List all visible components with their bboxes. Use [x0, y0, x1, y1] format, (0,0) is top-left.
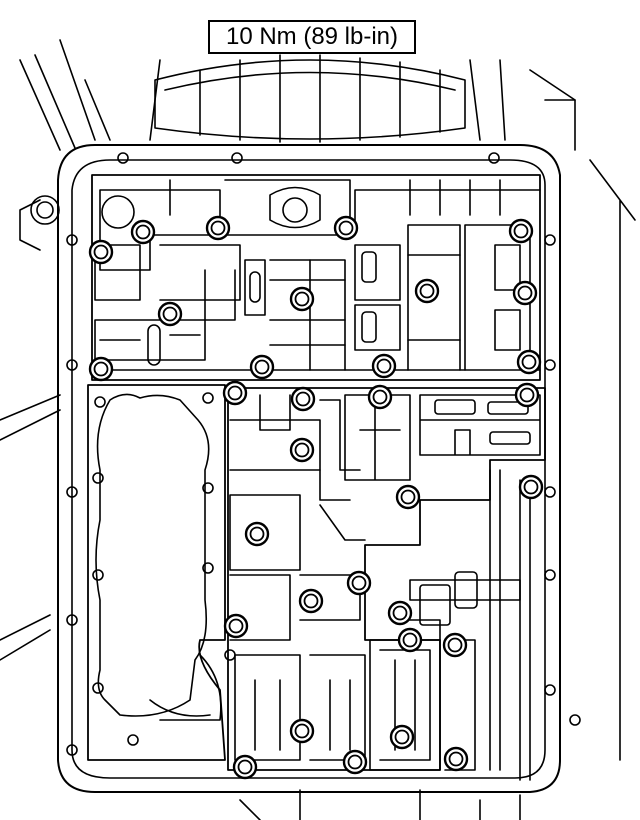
bolt-marker [130, 219, 156, 245]
bolt-marker [371, 353, 397, 379]
bolt-marker [88, 239, 114, 265]
bolt-marker [514, 382, 540, 408]
mounting-hole [66, 234, 78, 246]
bolt-marker [157, 301, 183, 327]
bolt-marker [395, 484, 421, 510]
valve-body-housing [57, 144, 561, 793]
bolt-marker [516, 349, 542, 375]
mounting-hole [544, 684, 556, 696]
mounting-hole [127, 734, 139, 746]
bolt-marker [346, 570, 372, 596]
mounting-hole [202, 392, 214, 404]
mounting-hole [544, 234, 556, 246]
mounting-hole [202, 562, 214, 574]
bolt-marker [289, 437, 315, 463]
bolt-marker [232, 754, 258, 780]
bolt-marker [367, 384, 393, 410]
highlighted-bolts [88, 215, 544, 780]
torque-spec-label: 10 Nm (89 lb-in) [208, 20, 416, 54]
mounting-hole [66, 359, 78, 371]
bolt-marker [223, 613, 249, 639]
bolt-marker [518, 474, 544, 500]
mounting-hole [92, 472, 104, 484]
bolt-marker [222, 380, 248, 406]
bolt-marker [508, 218, 534, 244]
mounting-hole [544, 569, 556, 581]
bolt-marker [387, 600, 413, 626]
lower-valve-body [227, 387, 546, 781]
mounting-hole [544, 359, 556, 371]
mounting-hole [117, 152, 129, 164]
bolt-marker [249, 354, 275, 380]
bolt-marker [289, 718, 315, 744]
bolt-marker [414, 278, 440, 304]
mounting-hole [224, 649, 236, 661]
mounting-hole [66, 486, 78, 498]
bolt-marker [512, 280, 538, 306]
mounting-hole [231, 152, 243, 164]
bolt-marker [244, 521, 270, 547]
mounting-hole [202, 482, 214, 494]
bolt-marker [443, 746, 469, 772]
mounting-hole [544, 486, 556, 498]
separator-plate [87, 384, 226, 761]
mounting-hole [94, 396, 106, 408]
pan-dome [154, 54, 466, 143]
bolt-marker [389, 724, 415, 750]
bolt-marker [88, 356, 114, 382]
bolt-marker [442, 632, 468, 658]
bolt-marker [289, 286, 315, 312]
mounting-hole [66, 614, 78, 626]
mounting-hole [66, 744, 78, 756]
bolt-marker [205, 215, 231, 241]
mounting-hole [92, 569, 104, 581]
mounting-hole [488, 152, 500, 164]
bolt-marker [397, 627, 423, 653]
upper-valve-body [91, 174, 541, 381]
bolt-marker [342, 749, 368, 775]
mounting-hole [569, 714, 581, 726]
bolt-marker [298, 588, 324, 614]
transmission-case-outline [0, 39, 636, 820]
bolt-marker [290, 386, 316, 412]
bolt-marker [333, 215, 359, 241]
